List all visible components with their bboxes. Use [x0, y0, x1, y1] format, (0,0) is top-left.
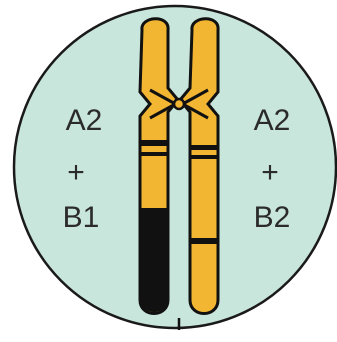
right-allele-top: A2 — [246, 106, 298, 136]
right-band-bottom — [191, 238, 217, 244]
left-allele-top: A2 — [58, 106, 110, 136]
right-band-upper — [191, 145, 217, 150]
left-band-upper — [141, 140, 167, 146]
right-band-lower — [191, 155, 217, 159]
left-allele-bottom: B1 — [55, 203, 107, 233]
left-black-segment — [141, 208, 167, 312]
left-plus-sign: + — [50, 158, 102, 188]
right-allele-bottom: B2 — [246, 203, 298, 233]
left-band-lower — [141, 152, 167, 156]
centromere-icon — [174, 99, 184, 109]
right-plus-sign: + — [244, 158, 296, 188]
